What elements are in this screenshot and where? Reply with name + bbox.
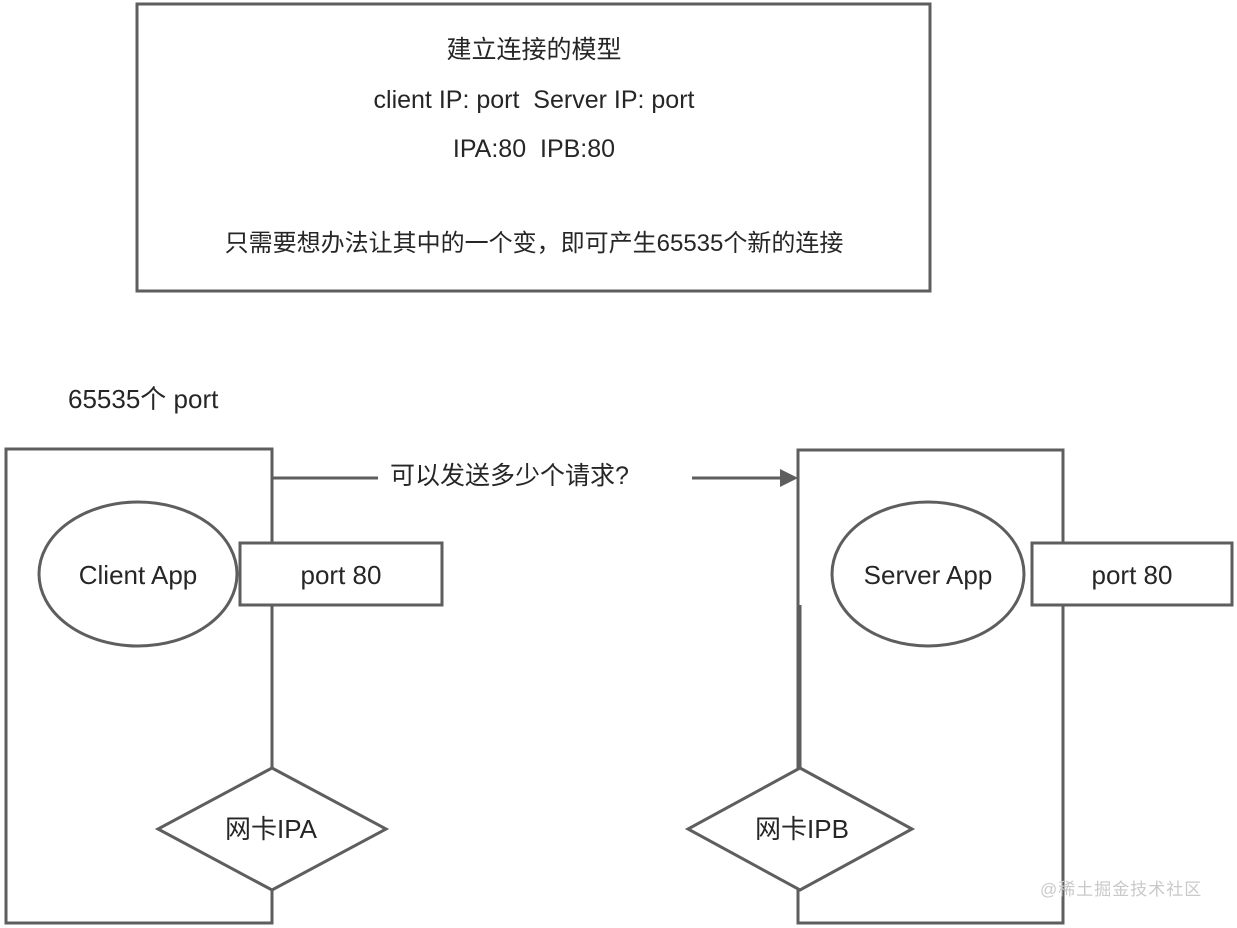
client-app-ellipse <box>37 500 239 648</box>
client-port-label: port 80 <box>300 560 382 590</box>
info-panel-note: 只需要想办法让其中的一个变，即可产生65535个新的连接 <box>224 230 844 257</box>
info-panel-title: 建立连接的模型 <box>446 36 622 64</box>
server-port-label: port 80 <box>1091 560 1173 590</box>
client-nic-label: 网卡IPA <box>225 814 317 844</box>
server-app-label: Server App <box>863 560 993 590</box>
client-app-label: Client App <box>78 560 198 590</box>
flow-arrow-label: 可以发送多少个请求? <box>390 462 629 490</box>
info-panel-box <box>135 2 932 293</box>
server-nic-diamond <box>684 766 916 892</box>
server-app-ellipse <box>830 500 1026 648</box>
client-nic-diamond <box>154 766 390 892</box>
info-panel-tuple: client IP: port Server IP: port <box>373 86 695 114</box>
port-count-label: 65535个 port <box>68 384 219 414</box>
server-nic-label: 网卡IPB <box>755 814 849 844</box>
flow-arrowhead-icon <box>780 469 798 487</box>
watermark-label: @稀土掘金技术社区 <box>1040 880 1203 899</box>
info-panel-values: IPA:80 IPB:80 <box>452 135 616 163</box>
client-port-box <box>238 541 444 607</box>
server-port-box <box>1030 541 1234 607</box>
